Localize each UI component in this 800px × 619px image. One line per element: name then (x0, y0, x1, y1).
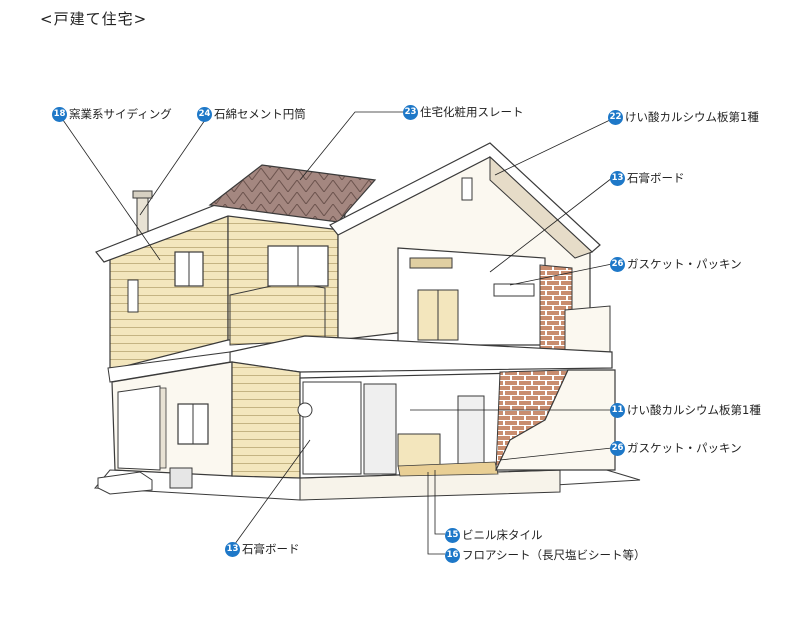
callout-number-badge: 26 (610, 440, 625, 456)
callout-asbestos-pipe: 24 石綿セメント円筒 (197, 106, 306, 122)
refrigerator (457, 395, 485, 467)
callout-label: けい酸カルシウム板第1種 (627, 403, 761, 417)
downspout (159, 387, 167, 469)
callout-roof-slate: 23 住宅化粧用スレート (403, 104, 524, 120)
callout-number-badge: 22 (608, 109, 623, 125)
callout-gypsum-lower: 13 石膏ボード (225, 541, 300, 557)
callout-ceramic-siding: 18 窯業系サイディング (52, 106, 172, 122)
callout-label: 石膏ボード (242, 542, 300, 556)
callout-number-badge: 23 (403, 104, 418, 120)
callout-number-badge: 16 (445, 547, 460, 563)
gable-vent (461, 177, 473, 201)
callout-floor-sheet: 16 フロアシート（長尺塩ビシート等） (445, 547, 646, 563)
sliding-door (363, 383, 397, 475)
callout-number-badge: 26 (610, 256, 625, 272)
page-title: <戸建て住宅> (40, 10, 148, 28)
callout-gypsum-upper: 13 石膏ボード (610, 170, 685, 186)
entry-steps (97, 471, 153, 495)
lower-outer-wall (495, 369, 616, 471)
callout-label: 窯業系サイディング (69, 107, 172, 121)
callout-label: ガスケット・パッキン (627, 441, 742, 455)
callout-calcium-silicate-gable: 22 けい酸カルシウム板第1種 (608, 109, 759, 125)
shingle-roof (208, 164, 377, 223)
gable-eave-soffit (489, 155, 593, 259)
callout-label: 住宅化粧用スレート (420, 105, 524, 119)
ceiling-light (409, 257, 453, 269)
upper-balcony-wall (229, 281, 326, 346)
callout-label: ガスケット・パッキン (627, 257, 742, 271)
porch-recess (117, 385, 161, 471)
callout-label: 石綿セメント円筒 (214, 107, 306, 121)
japanese-room-partition (302, 381, 362, 475)
callout-calcium-silicate-lower: 11 けい酸カルシウム板第1種 (610, 402, 761, 418)
callout-label: フロアシート（長尺塩ビシート等） (462, 548, 646, 562)
lower-front-wall (231, 361, 301, 479)
callout-number-badge: 24 (197, 106, 212, 122)
callout-label: 石膏ボード (627, 171, 685, 185)
vinyl-floor (397, 461, 499, 477)
callout-number-badge: 15 (445, 527, 460, 543)
wall-clock (297, 402, 313, 418)
callout-number-badge: 13 (225, 541, 240, 557)
kitchen-counter (397, 433, 441, 467)
callout-label: けい酸カルシウム板第1種 (625, 110, 759, 124)
outdoor-unit (169, 467, 193, 489)
leader-lines (62, 111, 613, 555)
callout-number-badge: 13 (610, 170, 625, 186)
callout-number-badge: 18 (52, 106, 67, 122)
callout-vinyl-tile: 15 ビニル床タイル (445, 527, 543, 543)
callout-label: ビニル床タイル (462, 528, 543, 542)
callout-gasket-upper: 26 ガスケット・パッキン (610, 256, 742, 272)
right-balcony-rail (564, 305, 611, 357)
callout-number-badge: 11 (610, 402, 625, 418)
callout-gasket-lower: 26 ガスケット・パッキン (610, 440, 742, 456)
air-conditioner (493, 283, 535, 297)
upper-window-side (127, 279, 139, 313)
